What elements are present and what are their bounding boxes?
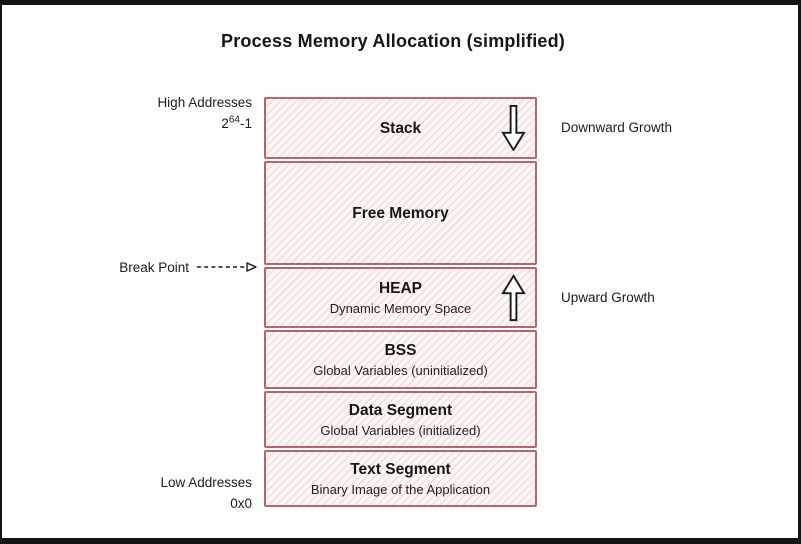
up-block-arrow-icon	[501, 273, 526, 321]
downward-growth-label: Downward Growth	[561, 120, 673, 135]
high-value-suffix: -1	[239, 116, 252, 131]
segment-bss: BSS Global Variables (uninitialized)	[264, 330, 537, 389]
segment-text-text: Text Segment Binary Image of the Applica…	[311, 460, 490, 498]
segment-free-memory: Free Memory	[264, 161, 537, 265]
low-addresses-label: Low Addresses	[160, 475, 252, 490]
segment-heap-sublabel: Dynamic Memory Space	[329, 300, 472, 316]
segment-data: Data Segment Global Variables (initializ…	[264, 391, 537, 448]
upward-growth-label: Upward Growth	[561, 290, 655, 305]
segment-bss-sublabel: Global Variables (uninitialized)	[313, 362, 488, 378]
segment-data-text: Data Segment Global Variables (initializ…	[320, 401, 480, 439]
segment-stack-label: Stack	[379, 119, 422, 137]
segment-text-sublabel: Binary Image of the Application	[310, 481, 491, 497]
segment-text: Text Segment Binary Image of the Applica…	[264, 450, 537, 507]
high-address-value: 264-1	[40, 113, 252, 134]
low-address-value: 0x0	[230, 496, 252, 511]
low-address-label-group: Low Addresses 0x0	[40, 472, 252, 514]
high-address-label-group: High Addresses 264-1	[40, 92, 252, 134]
high-value-exponent: 64	[228, 114, 240, 126]
segment-heap-label: HEAP	[378, 279, 423, 297]
segment-free-memory-label: Free Memory	[352, 204, 449, 222]
segment-stack: Stack	[264, 97, 537, 159]
segment-bss-label: BSS	[384, 341, 417, 359]
high-addresses-label: High Addresses	[157, 95, 252, 110]
break-point-group: Break Point	[40, 258, 258, 276]
segment-data-sublabel: Global Variables (initialized)	[320, 422, 481, 438]
segment-heap: HEAP Dynamic Memory Space	[264, 267, 537, 328]
diagram-title: Process Memory Allocation (simplified)	[220, 31, 565, 51]
dashed-right-arrow-icon	[197, 262, 257, 272]
break-point-label: Break Point	[119, 259, 189, 275]
segment-data-label: Data Segment	[348, 401, 453, 419]
segment-bss-text: BSS Global Variables (uninitialized)	[313, 341, 488, 379]
segment-text-label: Text Segment	[350, 460, 451, 478]
down-block-arrow-icon	[501, 105, 526, 151]
high-value-base: 2	[221, 116, 229, 131]
segment-heap-text: HEAP Dynamic Memory Space	[330, 279, 472, 317]
